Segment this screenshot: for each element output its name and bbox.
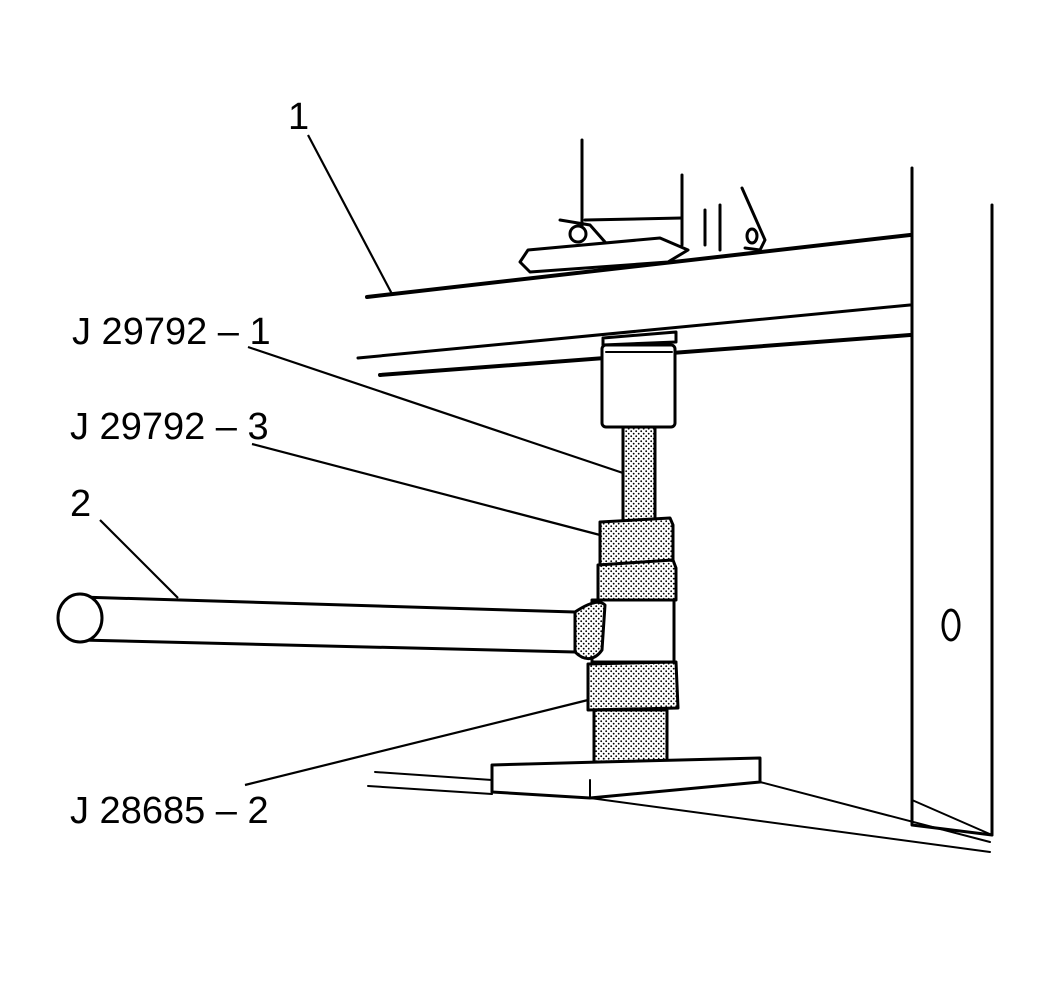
- leader-callout-2: [99, 519, 179, 599]
- tool-j28685-2: [586, 660, 680, 764]
- press-handle: [56, 592, 676, 664]
- leader-j29792-3: [251, 442, 601, 537]
- leader-lines: [99, 134, 624, 787]
- frame-bolt-hole: [941, 608, 961, 642]
- tool-j29792-1-shaft: [621, 425, 657, 524]
- leader-j29792-1: [247, 345, 624, 475]
- handle-end-ball: [56, 592, 104, 644]
- callout-1-label: 1: [288, 96, 310, 138]
- press-frame: [910, 166, 994, 837]
- leader-callout-1: [307, 134, 393, 295]
- press-base-plate: [367, 756, 991, 853]
- tool-j28685-2-label: J 28685 – 2: [70, 790, 269, 832]
- tool-j29792-3-label: J 29792 – 3: [70, 406, 269, 448]
- press-ram: [600, 330, 678, 429]
- leader-j28685-2: [244, 698, 589, 787]
- tool-j29792-3: [596, 516, 678, 604]
- tool-j29792-1-label: J 29792 – 1: [72, 311, 271, 353]
- callout-2-label: 2: [70, 483, 92, 525]
